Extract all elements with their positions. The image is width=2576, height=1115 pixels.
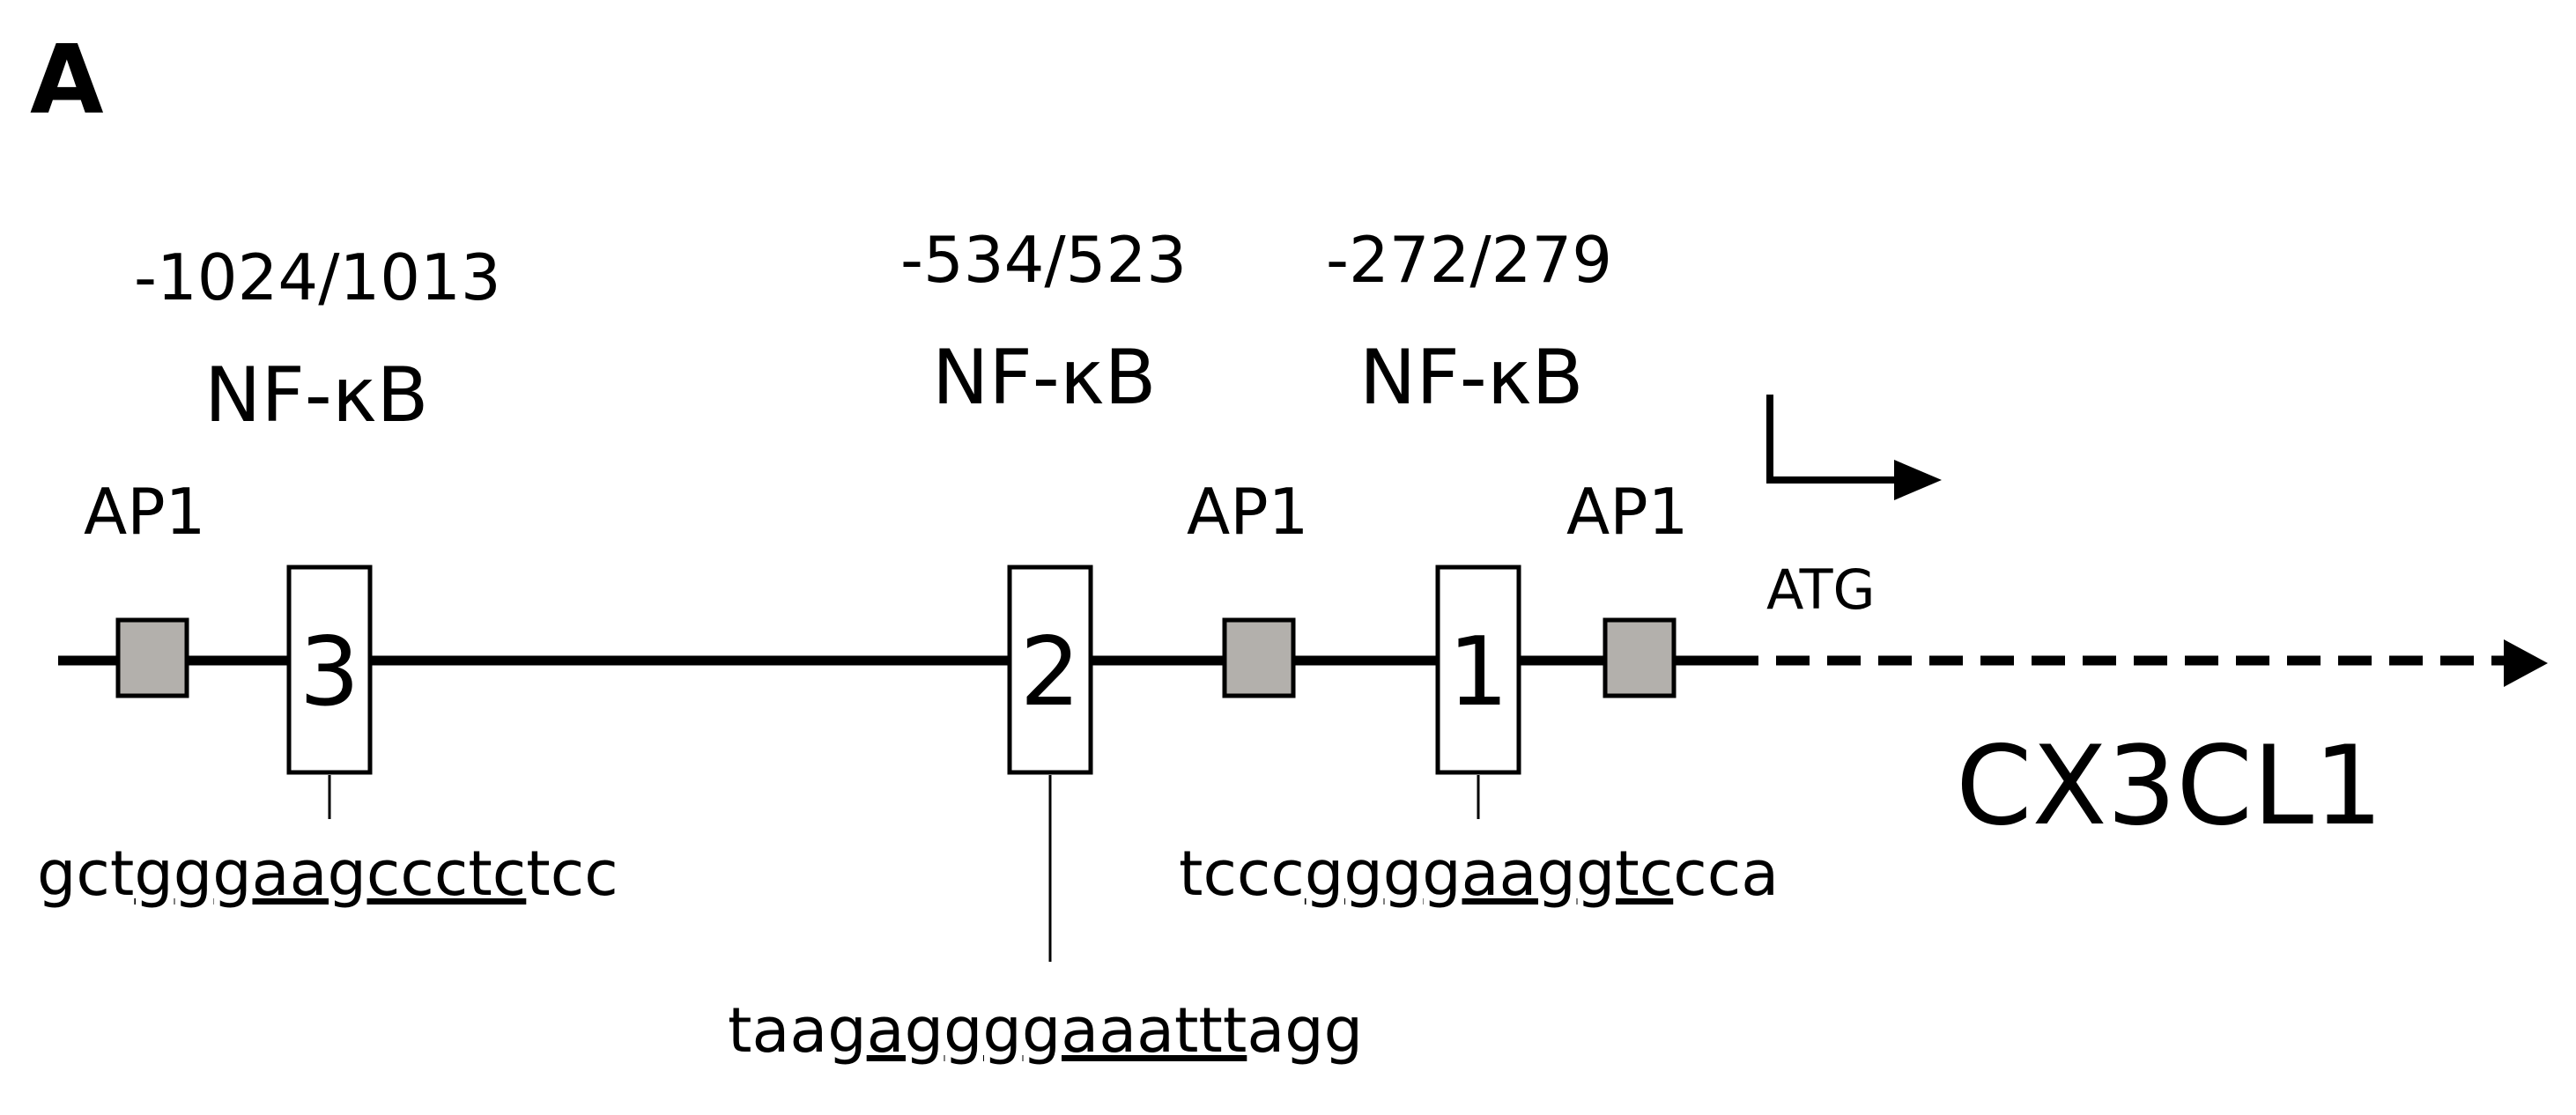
nfkb-site-2: -534/523 NF-κB 2 taagaggggaaatttagg (728, 223, 1363, 1067)
nfkb-position-label: -1024/1013 (134, 240, 501, 314)
gene-label: CX3CL1 (1956, 723, 2383, 850)
nfkb-site-box (1007, 565, 1093, 775)
nfkb-sequence: taagaggggaaatttagg (728, 994, 1363, 1067)
transcription-start-arrow (1766, 395, 1894, 484)
ap1-label: AP1 (84, 475, 205, 549)
ap1-site-3: AP1 (1566, 475, 1688, 698)
nfkb-factor-label: NF-κB (204, 351, 429, 439)
ap1-box (1603, 617, 1677, 698)
ap1-site-1: AP1 (84, 475, 205, 698)
nfkb-site-3: -1024/1013 NF-κB 3 gctgggaagccctctcc (37, 240, 618, 910)
nfkb-site-box (1435, 565, 1521, 775)
ap1-label: AP1 (1566, 475, 1688, 549)
nfkb-factor-label: NF-κB (932, 334, 1157, 422)
nfkb-position-label: -272/279 (1326, 223, 1612, 297)
nfkb-site-box (286, 565, 373, 775)
ap1-box (115, 617, 189, 698)
coding-arrow-head (2504, 639, 2548, 687)
ap1-label: AP1 (1187, 475, 1308, 549)
ap1-box (1222, 617, 1296, 698)
nfkb-position-label: -534/523 (900, 223, 1187, 297)
nfkb-site-number: 3 (300, 617, 360, 727)
panel-label: A (30, 26, 104, 136)
nfkb-sequence: tcccggggaaggtccca (1179, 838, 1779, 910)
nfkb-sequence: gctgggaagccctctcc (37, 838, 618, 910)
nfkb-site-number: 2 (1020, 617, 1081, 727)
transcription-start-arrow-head (1894, 460, 1942, 500)
nfkb-site-1: -272/279 NF-κB 1 tcccggggaaggtccca (1179, 223, 1779, 910)
ap1-site-2: AP1 (1187, 475, 1308, 698)
start-codon-label: ATG (1766, 558, 1876, 622)
nfkb-site-number: 1 (1448, 617, 1509, 727)
nfkb-factor-label: NF-κB (1359, 334, 1584, 422)
